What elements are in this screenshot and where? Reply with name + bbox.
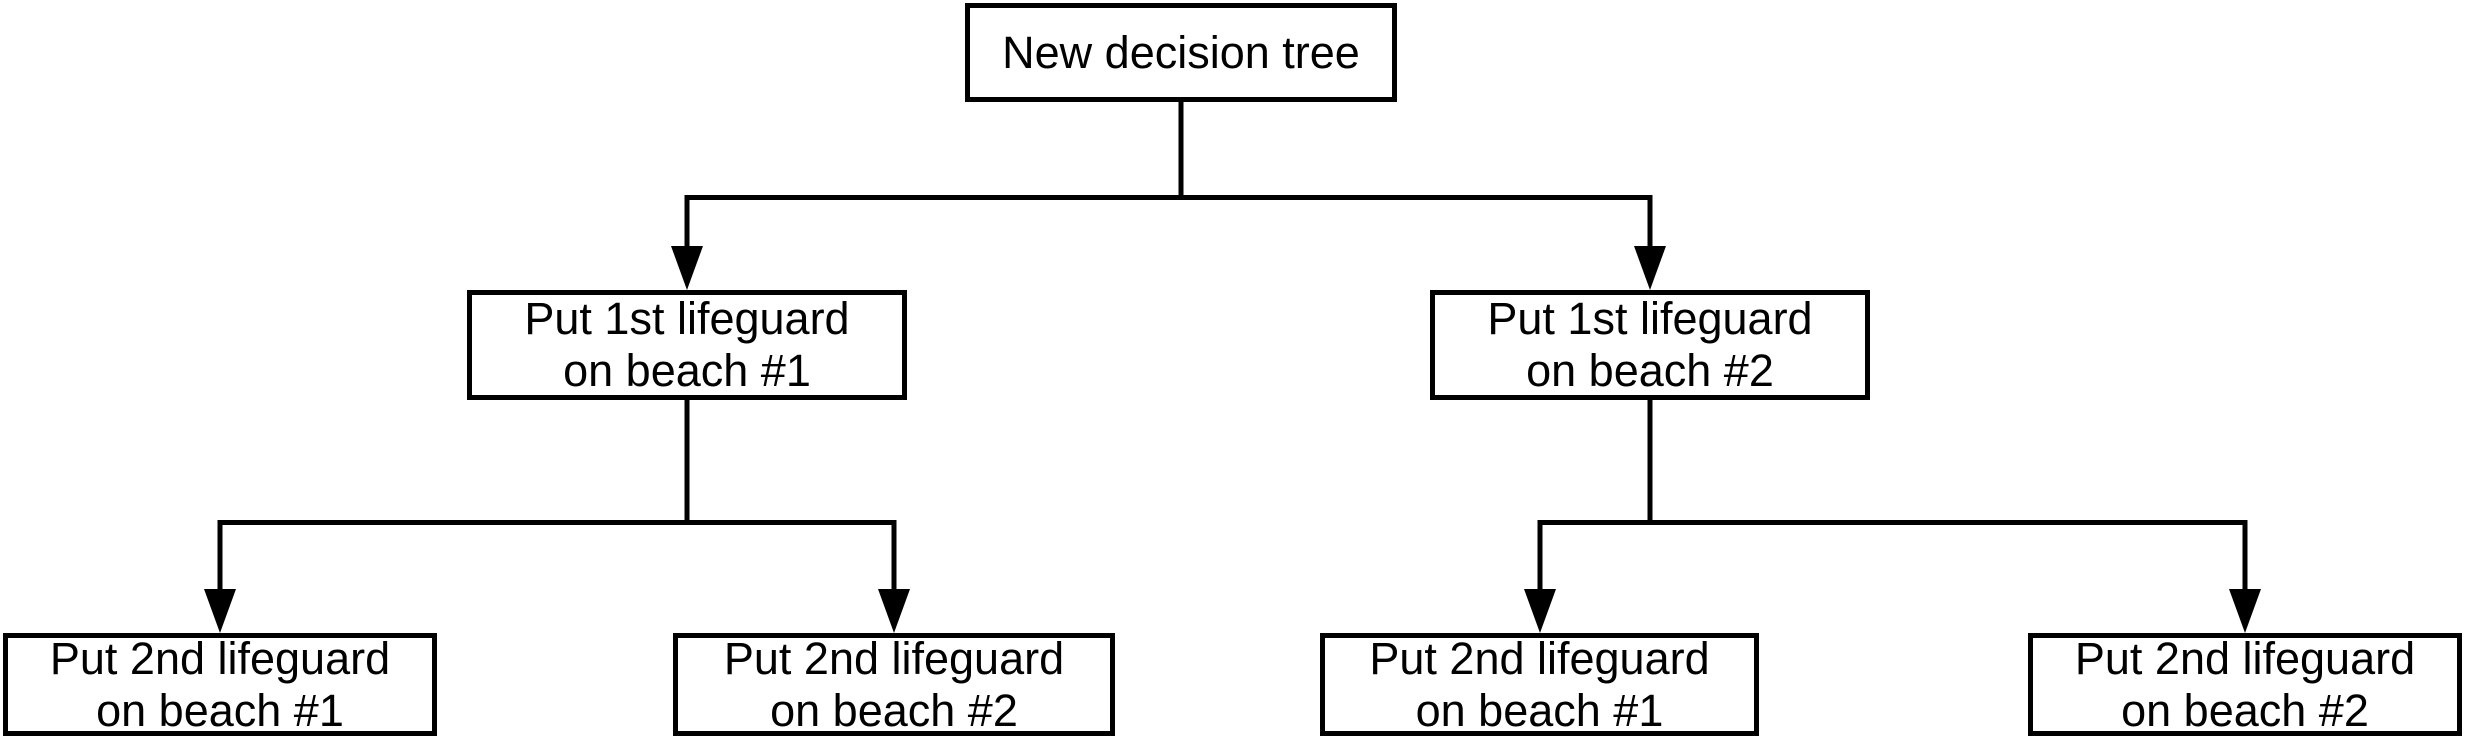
arrowhead-down-icon bbox=[878, 589, 910, 633]
node-label: Put 2nd lifeguard on beach #1 bbox=[49, 632, 391, 736]
edge-l2right-to-children bbox=[1524, 400, 2261, 633]
node-label: Put 2nd lifeguard on beach #1 bbox=[1369, 632, 1710, 736]
arrowhead-down-icon bbox=[2229, 589, 2261, 633]
node-label: New decision tree bbox=[1002, 26, 1360, 78]
arrowhead-down-icon bbox=[671, 246, 703, 290]
arrowhead-down-icon bbox=[1634, 246, 1666, 290]
arrowhead-down-icon bbox=[1524, 589, 1556, 633]
node-put-2nd-lifeguard-beach-2-right: Put 2nd lifeguard on beach #2 bbox=[2028, 633, 2462, 736]
node-label: Put 2nd lifeguard on beach #2 bbox=[723, 632, 1065, 736]
node-new-decision-tree: New decision tree bbox=[965, 3, 1397, 102]
node-put-1st-lifeguard-beach-1: Put 1st lifeguard on beach #1 bbox=[467, 290, 907, 400]
node-put-2nd-lifeguard-beach-1-right: Put 2nd lifeguard on beach #1 bbox=[1320, 633, 1759, 736]
node-label: Put 1st lifeguard on beach #1 bbox=[524, 293, 850, 396]
edge-l2left-to-children bbox=[204, 400, 910, 633]
node-label: Put 1st lifeguard on beach #2 bbox=[1487, 293, 1813, 396]
node-put-1st-lifeguard-beach-2: Put 1st lifeguard on beach #2 bbox=[1430, 290, 1870, 400]
node-put-2nd-lifeguard-beach-1-left: Put 2nd lifeguard on beach #1 bbox=[3, 633, 437, 736]
edge-root-to-level2 bbox=[671, 102, 1666, 290]
node-label: Put 2nd lifeguard on beach #2 bbox=[2074, 632, 2416, 736]
node-put-2nd-lifeguard-beach-2-left: Put 2nd lifeguard on beach #2 bbox=[673, 633, 1115, 736]
arrowhead-down-icon bbox=[204, 589, 236, 633]
